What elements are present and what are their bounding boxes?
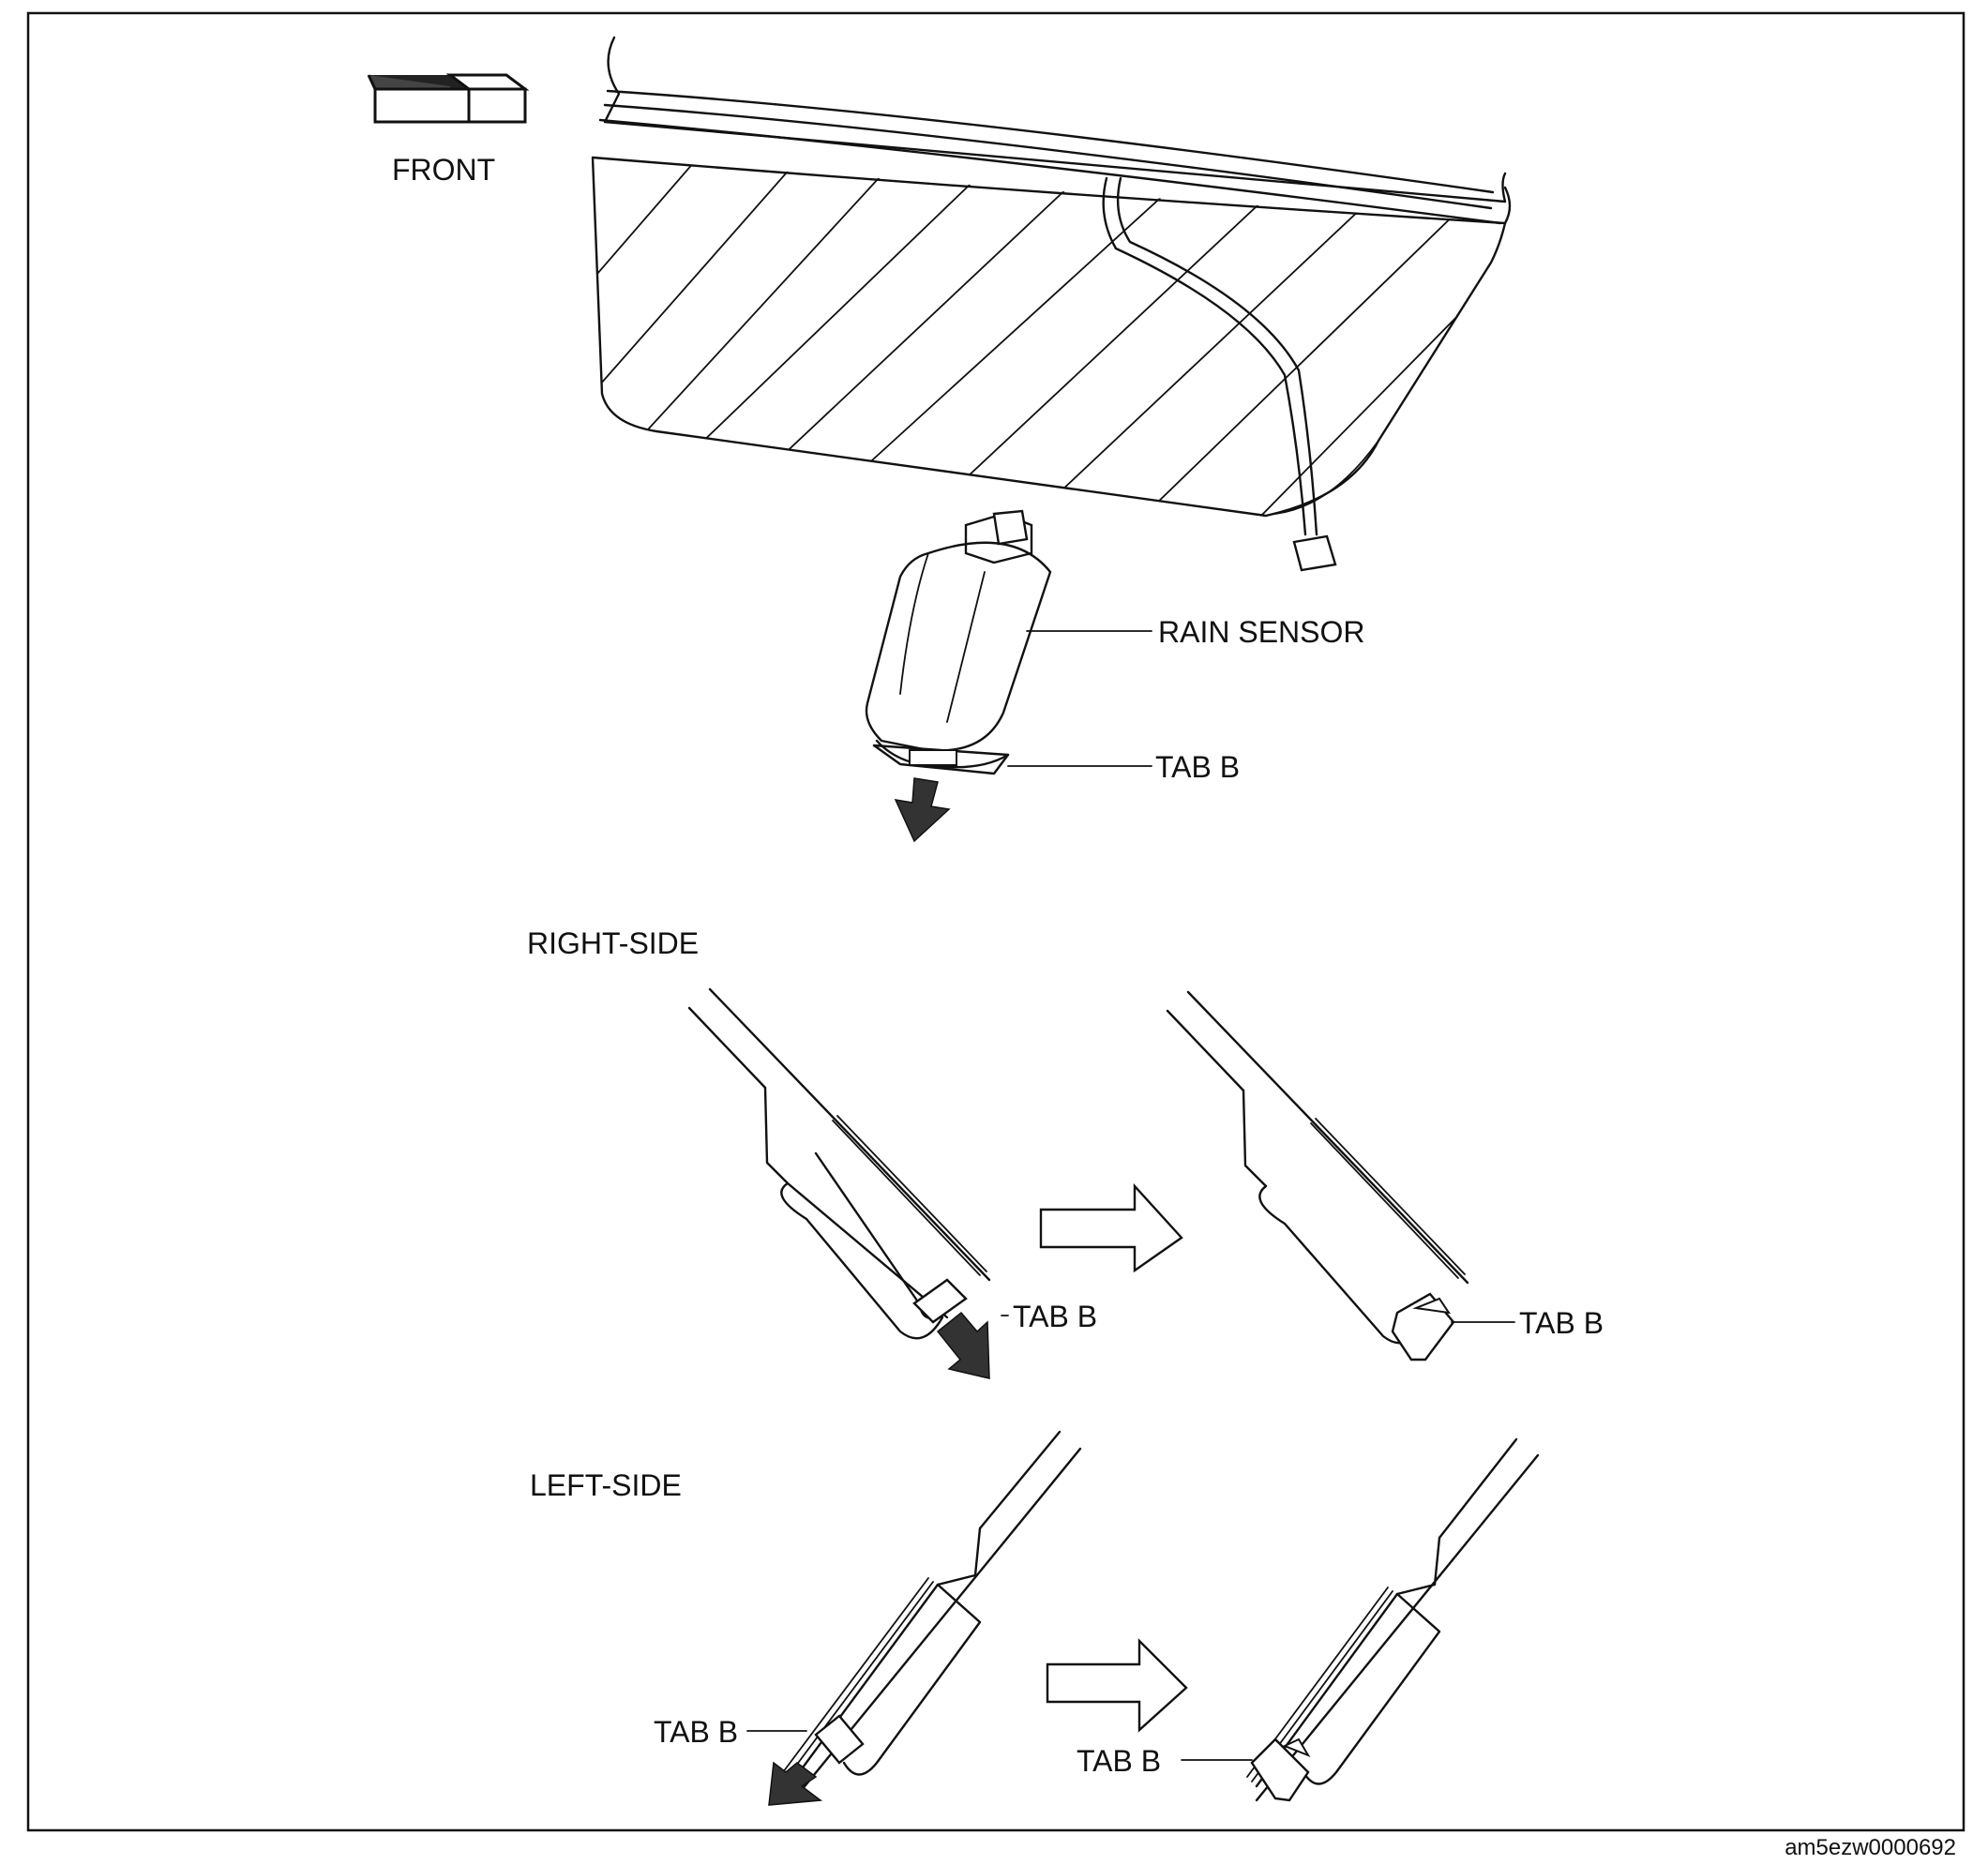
pull-arrow-icon [894,777,951,843]
block-arrow-icon [1039,1182,1183,1273]
pull-arrow-icon [936,1311,990,1379]
tab-b-label-rs1: TAB B [1013,1300,1097,1333]
front-label: FRONT [392,153,495,187]
left-side-step-2 [1246,1437,1540,1802]
rain-sensor-tab [872,744,1010,775]
left-side-step-1 [782,1430,1082,1797]
left-side-label: LEFT-SIDE [530,1468,682,1502]
rain-sensor-label: RAIN SENSOR [1158,615,1364,649]
figure-frame [26,11,1965,1832]
tab-b-label-ls2: TAB B [1077,1744,1161,1778]
tab-b-label-main: TAB B [1155,750,1240,784]
block-arrow-icon [1046,1638,1188,1733]
tab-b-label-rs2: TAB B [1519,1306,1604,1340]
rain-sensor [865,509,1052,769]
windshield [591,36,1512,572]
tab-b-label-ls1: TAB B [654,1715,738,1749]
figure-code: am5ezw0000692 [1785,1835,1956,1860]
right-side-step-1 [687,987,991,1340]
pull-arrow-icon [768,1761,823,1806]
right-side-label: RIGHT-SIDE [527,926,699,960]
right-side-step-2 [1166,990,1469,1361]
front-arrow-icon [367,73,530,124]
